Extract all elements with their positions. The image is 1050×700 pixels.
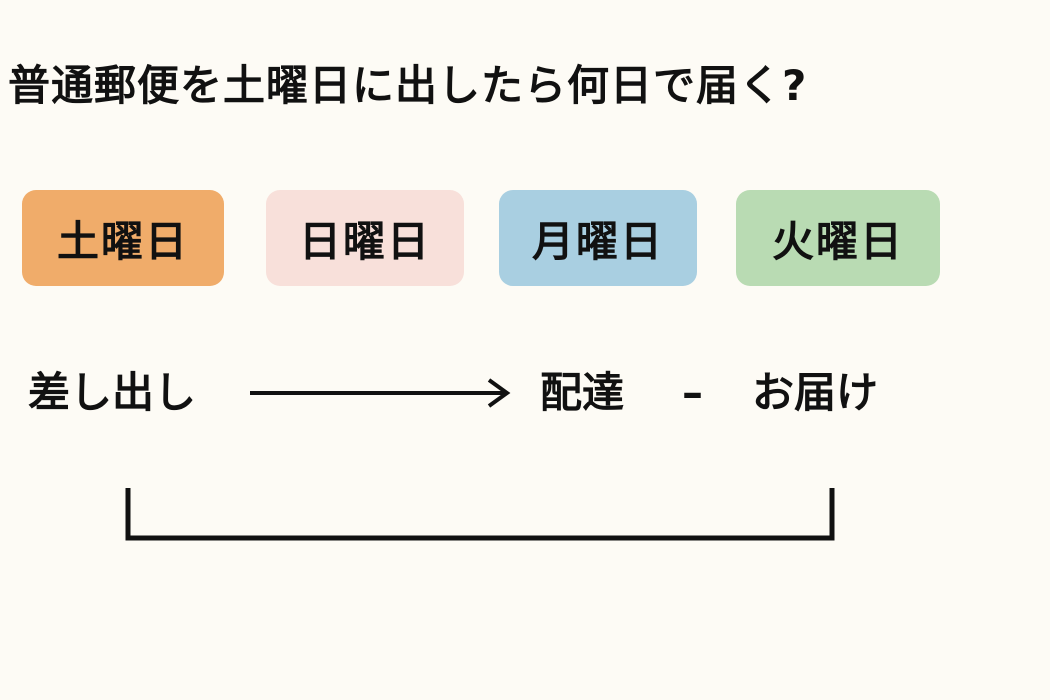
deliver-label: 配達 — [540, 368, 625, 417]
day-label-saturday: 土曜日 — [56, 216, 189, 266]
day-box-saturday: 土曜日 — [22, 190, 224, 286]
arrive-label: お届け — [752, 368, 879, 417]
dash-label: – — [682, 368, 703, 417]
day-box-sunday: 日曜日 — [266, 190, 464, 286]
day-label-monday: 月曜日 — [531, 216, 664, 266]
page-title: 普通郵便を土曜日に出したら何日で届く? — [8, 61, 808, 110]
send-label: 差し出し — [28, 368, 197, 417]
day-label-tuesday: 火曜日 — [771, 216, 904, 266]
duration-bracket — [125, 488, 835, 541]
day-box-tuesday: 火曜日 — [736, 190, 940, 286]
right-arrow-icon — [250, 378, 511, 408]
day-box-monday: 月曜日 — [499, 190, 697, 286]
day-label-sunday: 日曜日 — [298, 216, 431, 266]
